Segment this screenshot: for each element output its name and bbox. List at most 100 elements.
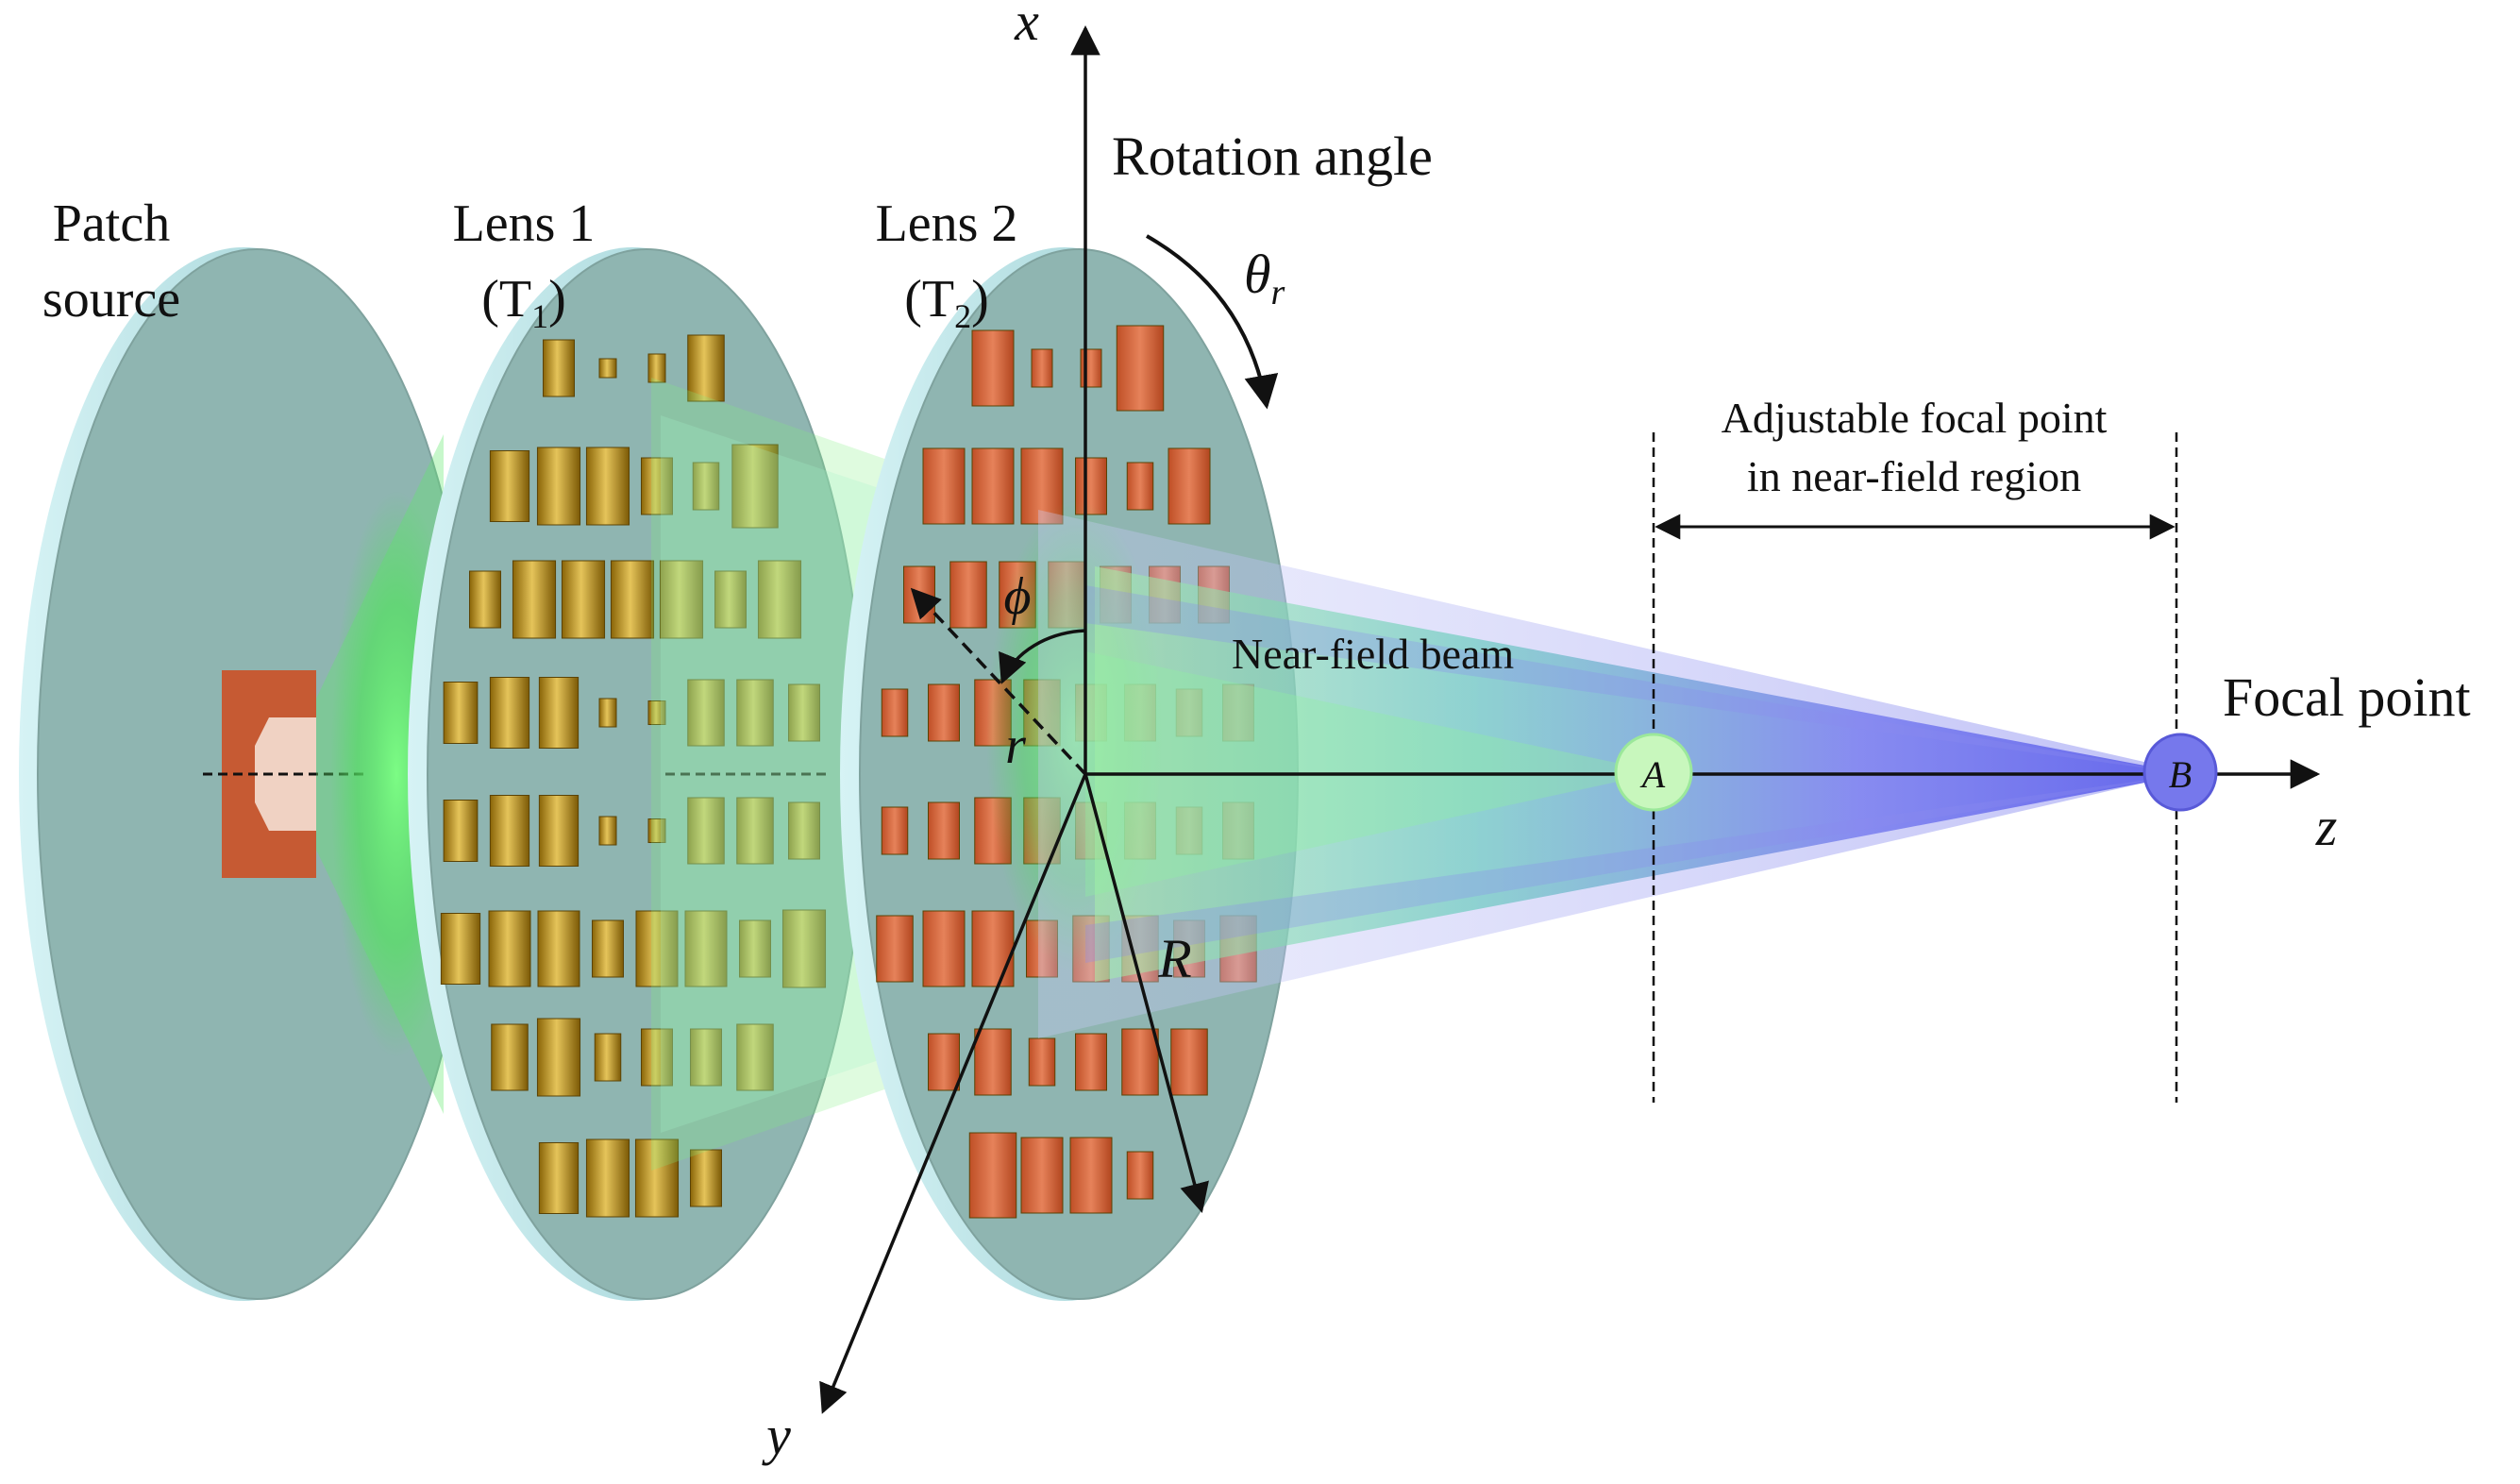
lens-1-unit-cell [594,1033,622,1082]
lens-1-unit-cell [536,447,581,526]
lens-1-unit-cell [512,560,557,639]
lens-1-unit-cell [687,679,725,747]
point-b-label: B [2169,753,2192,796]
lens-1-unit-cell [489,450,530,522]
lens-2-unit-cell [971,329,1015,407]
lens-1-unit-cell [488,910,531,987]
lens-2-unit-cell [974,1028,1012,1096]
phi-label: ϕ [1004,567,1032,626]
lens-2-unit-cell [1031,348,1053,388]
rotation-arc [1146,234,1279,410]
lens-2-unit-cell [928,1033,960,1091]
adjustable-focal-label-1: Adjustable focal point [1722,394,2108,442]
lens-1-unit-cell [687,334,725,402]
lens-1-unit-cell [585,1138,630,1218]
lens-2-unit-cell [1069,1137,1113,1214]
lens-1-unit-cell [690,1149,722,1207]
lens-1-unit-cell [736,797,774,865]
lens-1-unit-cell [736,679,774,747]
patch-source-label-2: source [42,270,180,329]
phi-arc [999,629,1086,684]
lens-1-unit-cell [585,447,630,526]
patch-source-label-1: Patch [53,194,170,253]
point-b-marker [2142,733,2218,812]
lens-2-unit-cell [922,447,966,525]
lens-2-unit-cell [1075,1033,1107,1091]
lens-2-label-1: Lens 2 [876,194,1018,253]
lens-2-unit-cell [881,806,909,855]
y-axis-label: y [762,1405,791,1466]
lens-1-unit-cell [788,683,820,742]
lens-1-unit-cell [592,919,624,978]
x-axis-label: x [1014,0,1039,52]
lens-1-unit-cell [736,1023,774,1091]
lens-2-unit-cell [949,561,987,629]
lens-2-unit-cell [876,915,914,983]
lens-2-unit-cell [1126,462,1154,511]
rotation-angle-label: Rotation angle [1112,126,1433,187]
lens-1-label-1: Lens 1 [453,194,596,253]
lens-2-unit-cell [1116,325,1165,412]
lens-1-unit-cell [561,560,606,639]
lens-1-unit-cell [788,801,820,860]
lens-1-unit-cell [491,1023,529,1091]
lens-2-unit-cell [1170,1028,1208,1096]
lens-2-unit-cell [903,565,935,624]
lens-1-unit-cell [757,560,802,639]
lens-1-unit-cell [739,919,771,978]
lens-2-unit-cell [1020,1137,1064,1214]
lens-1-unit-cell [714,570,747,629]
lens-2-unit-cell [928,801,960,860]
lens-1-unit-cell [690,1028,722,1087]
lens-1-unit-cell [647,700,666,725]
lens-1-unit-cell [443,682,479,744]
lens-1-unit-cell [536,1018,581,1097]
point-a-marker [1614,733,1693,812]
lens-1-unit-cell [538,1142,580,1214]
lens-2-unit-cell [1028,1037,1056,1087]
lens-1-unit-cell [647,818,666,843]
lens-1-unit-cell [443,800,479,862]
lens-1-unit-cell [781,909,827,988]
lens-2-unit-cell [971,910,1015,987]
R-label: R [1157,928,1191,989]
lens-1-unit-cell [440,913,481,985]
lens-1-unit-cell [647,353,666,383]
lens-2-unit-cell [1121,1028,1159,1096]
lens-1-unit-cell [598,358,617,379]
lens-1-unit-cell [598,698,617,728]
focal-point-label: Focal point [2223,666,2471,728]
lens-1-unit-cells [440,334,827,1218]
lens-1-unit-cell [610,560,655,639]
radius-R-arrow [1084,773,1209,1214]
lens-1-unit-cell [634,1138,680,1218]
lens-1-unit-cell [731,444,779,529]
lens-2-unit-cell [971,447,1015,525]
lens-2-unit-cell [922,910,966,987]
lens-1-unit-cell [537,910,580,987]
point-a-label: A [1639,753,1666,796]
lens-1-unit-cell [489,677,530,749]
lens-2-label-2: (T2) [904,270,989,335]
lens-2-unit-cell [881,688,909,737]
lens-1-unit-cell [641,1028,673,1087]
lens-2-unit-cell [968,1132,1017,1219]
lens-1-unit-cell [543,339,575,397]
lens-2-unit-cell [1168,447,1211,525]
lens-1-unit-cell [635,910,679,987]
lens-2-unit-cell [1126,1151,1154,1200]
lens-1-unit-cell [598,816,617,846]
r-label: r [1005,717,1026,775]
lens-1-unit-cell [469,570,501,629]
adjustable-focal-label-2: in near-field region [1747,452,2081,500]
lens-1-unit-cell [687,797,725,865]
y-axis [819,773,1087,1414]
lens-1-unit-cell [538,795,580,867]
lens-1-unit-cell [489,795,530,867]
lens-1-unit-cell [659,560,704,639]
patch-antenna [203,670,363,878]
lens-1-unit-cell [538,677,580,749]
near-field-beam-label: Near-field beam [1232,630,1514,678]
z-axis-label: z [2315,796,2338,857]
